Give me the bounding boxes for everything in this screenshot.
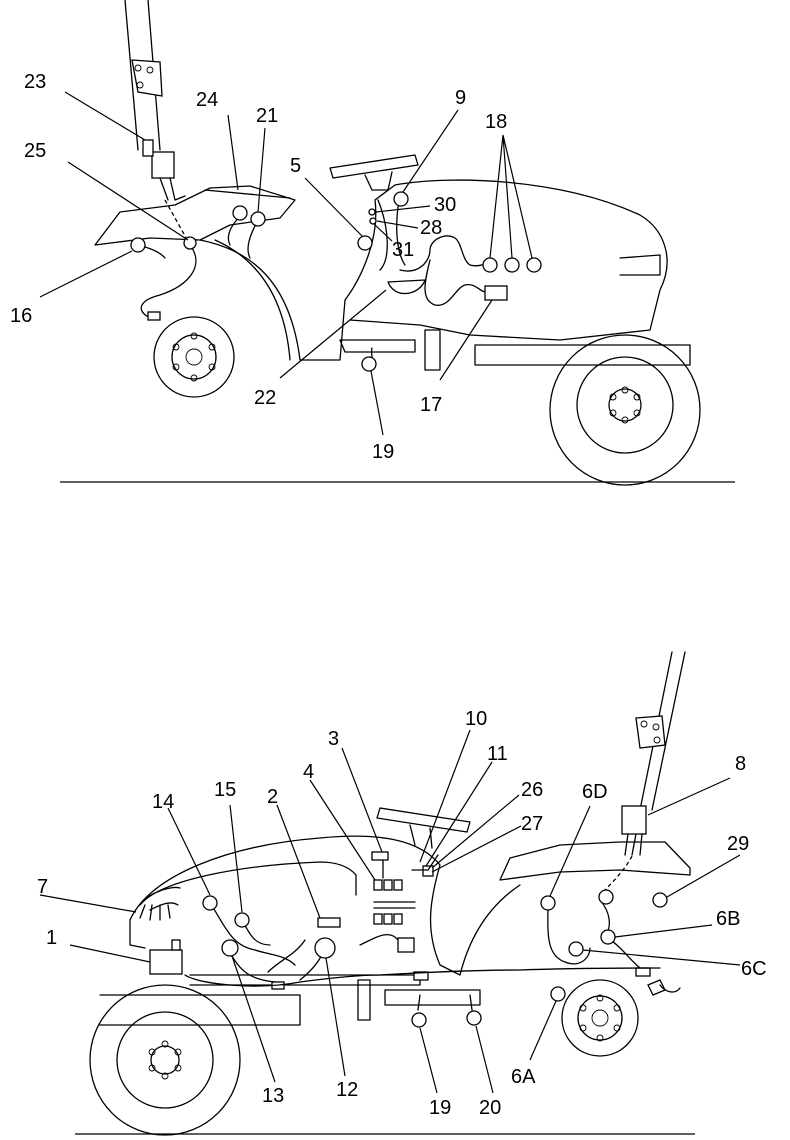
rear-light-box: [151, 151, 175, 179]
top-leader-lines: [39, 91, 533, 436]
rear-hub-lower: [561, 979, 639, 1057]
callout-17: 17: [420, 394, 442, 416]
callout-23: 23: [24, 71, 46, 93]
callout-5: 5: [290, 155, 301, 177]
callout-2: 2: [267, 786, 278, 808]
callout-6D: 6D: [582, 781, 608, 803]
battery: [149, 949, 183, 975]
bottom-leader-lines: [39, 729, 741, 1094]
callout-3: 3: [328, 728, 339, 750]
callout-6A: 6A: [511, 1066, 536, 1088]
callout-19-bottom: 19: [429, 1097, 451, 1119]
callout-18: 18: [485, 111, 507, 133]
main-harness-lower: [139, 861, 357, 911]
callout-13: 13: [262, 1085, 284, 1107]
top-callout-labels: 23 24 21 25 5 9 18 30 28 31 16 22 17 19: [10, 71, 507, 463]
callout-25: 25: [24, 140, 46, 162]
callout-29: 29: [727, 833, 749, 855]
rear-harness: [140, 244, 197, 319]
callout-28: 28: [420, 217, 442, 239]
bottom-callout-labels: 10 3 11 4 26 14 15 2 27 6D 8 29 7 1 6B 6…: [37, 708, 767, 1119]
callout-14: 14: [152, 791, 174, 813]
callout-22: 22: [254, 387, 276, 409]
rops-bracket: [131, 59, 163, 97]
callout-4: 4: [303, 761, 314, 783]
connector-17: [484, 285, 508, 301]
rear-harness-dash: [164, 199, 191, 246]
rear-fender: [94, 185, 296, 246]
front-wheel-lower: [89, 984, 241, 1136]
front-wheel: [549, 334, 701, 486]
callout-11: 11: [487, 743, 508, 765]
callout-9: 9: [455, 87, 466, 109]
callout-1: 1: [46, 927, 57, 949]
callout-27: 27: [521, 813, 543, 835]
callout-12: 12: [336, 1079, 358, 1101]
bottom-callout-markers: [202, 889, 668, 1028]
callout-26: 26: [521, 779, 543, 801]
tractor-body: [199, 179, 668, 361]
steering-wheel-lower: [376, 807, 471, 833]
callout-21: 21: [256, 105, 278, 127]
callout-31: 31: [392, 239, 414, 261]
callout-24: 24: [196, 89, 218, 111]
callout-7: 7: [37, 876, 48, 898]
callout-15: 15: [214, 779, 236, 801]
callout-16: 16: [10, 305, 32, 327]
top-callout-markers: [130, 191, 542, 372]
steering-wheel: [329, 154, 419, 179]
callout-8: 8: [735, 753, 746, 775]
top-tractor-view: [94, 0, 701, 486]
callout-6B: 6B: [716, 908, 740, 930]
callout-6C: 6C: [741, 958, 767, 980]
callout-20: 20: [479, 1097, 501, 1119]
callout-10: 10: [465, 708, 487, 730]
callout-19-top: 19: [372, 441, 394, 463]
callout-30: 30: [434, 194, 456, 216]
rear-fender-lower: [499, 841, 691, 881]
rear-hub: [153, 316, 235, 398]
rear-light-box-lower: [621, 805, 647, 835]
